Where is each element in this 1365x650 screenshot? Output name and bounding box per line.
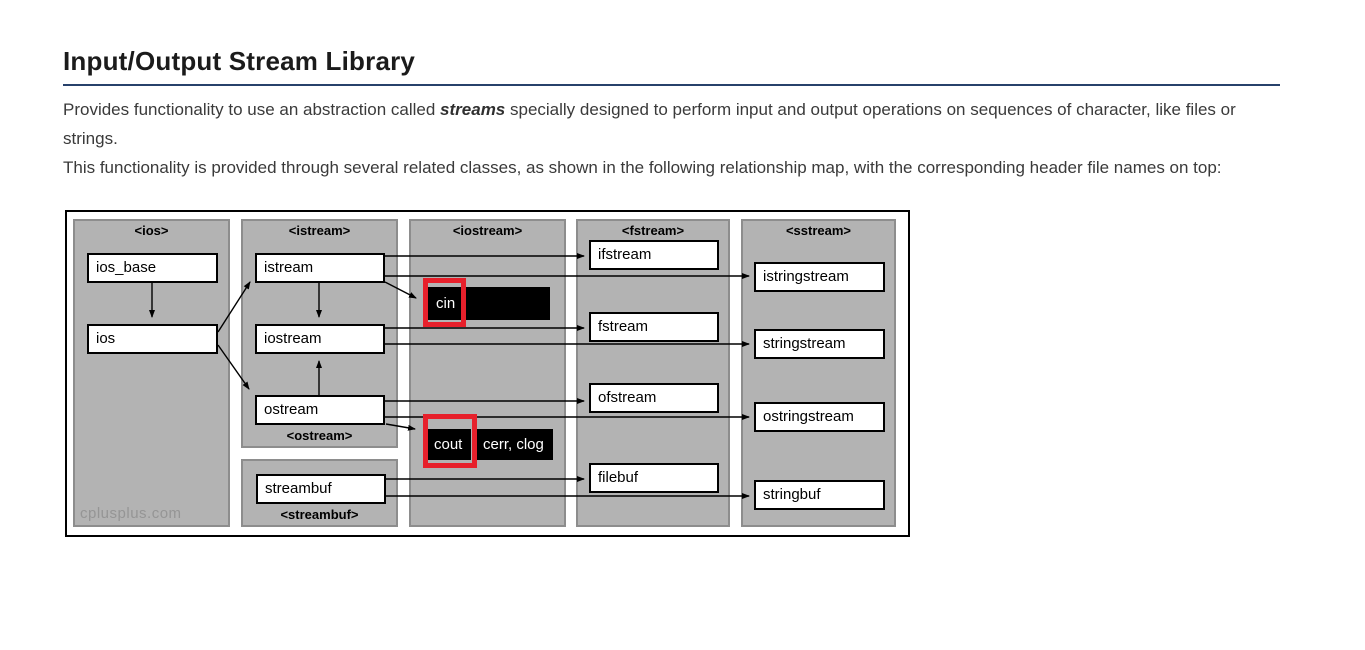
cout-highlight-rectangle [423,414,477,468]
class-box-stringstream: stringstream [754,329,885,359]
panel-sstream-header: <sstream> [785,223,852,238]
class-box-ofstream: ofstream [589,383,719,413]
intro-text-after: specially designed to perform input and … [63,100,1236,148]
intro-paragraph: Provides functionality to use an abstrac… [63,95,1275,153]
page-title: Input/Output Stream Library [63,46,1280,86]
object-box-cerr-clog: cerr, clog [477,429,553,460]
class-box-ifstream: ifstream [589,240,719,270]
class-box-stringbuf: stringbuf [754,480,885,510]
class-box-filebuf: filebuf [589,463,719,493]
arrow-ios-to-ostream [217,344,250,390]
class-box-ostringstream: ostringstream [754,402,885,432]
class-box-ostream: ostream [255,395,385,425]
stream-relationship-diagram: <ios> cplusplus.com <istream> <ostream> … [65,210,910,537]
intro-text-before: Provides functionality to use an abstrac… [63,100,441,119]
class-box-iostream: iostream [255,324,385,354]
page-content: Input/Output Stream Library Provides fun… [63,46,1280,537]
class-box-istream: istream [255,253,385,283]
cin-highlight-rectangle [423,278,466,327]
panel-iostream: <iostream> [409,219,566,527]
panel-istream-header: <istream> [288,223,351,238]
class-box-fstream: fstream [589,312,719,342]
arrow-ostream-to-cout [385,423,416,431]
class-box-ios-base: ios_base [87,253,218,283]
watermark: cplusplus.com [80,505,182,522]
class-box-ios: ios [87,324,218,354]
panel-fstream-header: <fstream> [621,223,685,238]
panel-iostream-header: <iostream> [452,223,523,238]
class-box-istringstream: istringstream [754,262,885,292]
relationship-arrows [149,253,750,499]
panel-streambuf-label: <streambuf> [280,507,359,522]
description-paragraph: This functionality is provided through s… [63,158,1222,177]
object-box-cin: cin [428,287,550,320]
arrow-istream-to-cin [384,281,417,299]
object-box-cout: cout [428,429,471,460]
class-box-streambuf: streambuf [256,474,386,504]
arrow-ios-to-istream [217,281,251,333]
panel-ios-header: <ios> [134,223,169,238]
streams-emphasis: streams [440,100,506,119]
panel-ostream-label: <ostream> [286,428,353,443]
